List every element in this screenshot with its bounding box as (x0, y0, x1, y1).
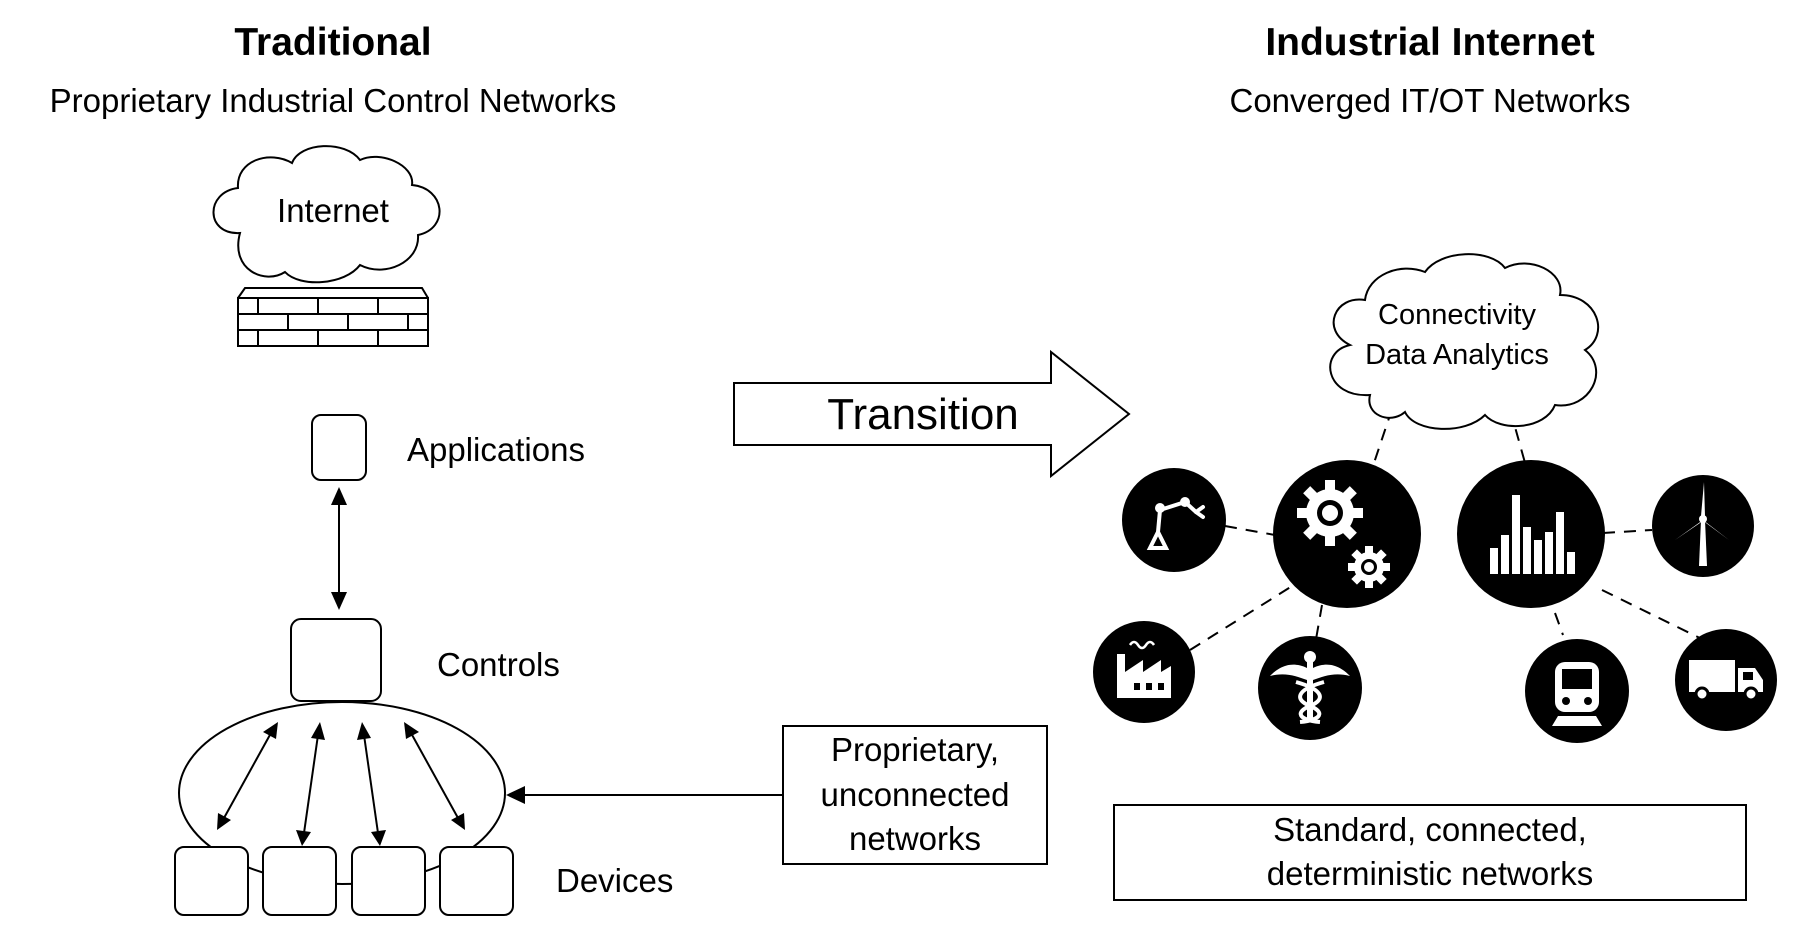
app-controls-arrow (331, 487, 347, 610)
applications-box (311, 414, 367, 481)
cloud-line1: Connectivity (1378, 299, 1536, 331)
footer-line1: Standard, connected, (1273, 811, 1587, 848)
cloud-line2: Data Analytics (1365, 339, 1549, 371)
right-title: Industrial Internet (1265, 21, 1594, 64)
transition-label: Transition (827, 390, 1019, 439)
caduceus-icon (1258, 636, 1362, 740)
factory-icon (1093, 621, 1195, 723)
transition-arrow: Transition (733, 349, 1131, 479)
gears-icon (1273, 460, 1421, 608)
wind-turbine-icon (1652, 475, 1754, 577)
bar-chart-icon (1457, 460, 1605, 608)
standard-networks-box: Standard, connected, deterministic netwo… (1113, 804, 1747, 901)
proprietary-line3: networks (849, 820, 981, 857)
footer-line2: deterministic networks (1267, 855, 1593, 892)
proprietary-line2: unconnected (821, 776, 1010, 813)
device-box (262, 846, 337, 916)
internet-cloud: Internet (212, 145, 441, 284)
device-box (351, 846, 426, 916)
truck-icon (1675, 629, 1777, 731)
right-subtitle: Converged IT/OT Networks (1229, 82, 1630, 119)
applications-label: Applications (407, 431, 585, 468)
controls-devices-arrows (217, 722, 465, 846)
proprietary-network-ellipse (178, 701, 506, 885)
device-box (174, 846, 249, 916)
robot-arm-icon (1122, 468, 1226, 572)
dashed-connectors (1189, 408, 1713, 651)
proprietary-callout: Proprietary, unconnected networks (506, 725, 1048, 865)
internet-label: Internet (277, 192, 389, 229)
left-title: Traditional (234, 21, 431, 64)
device-box (439, 846, 514, 916)
analytics-cloud: Connectivity Data Analytics (1329, 253, 1600, 430)
train-icon (1525, 639, 1629, 743)
proprietary-line1: Proprietary, (831, 731, 999, 768)
devices-group (174, 846, 514, 916)
devices-label: Devices (556, 862, 673, 899)
controls-box (290, 618, 382, 702)
controls-label: Controls (437, 646, 560, 683)
firewall-icon (237, 287, 429, 347)
left-subtitle: Proprietary Industrial Control Networks (50, 82, 617, 119)
